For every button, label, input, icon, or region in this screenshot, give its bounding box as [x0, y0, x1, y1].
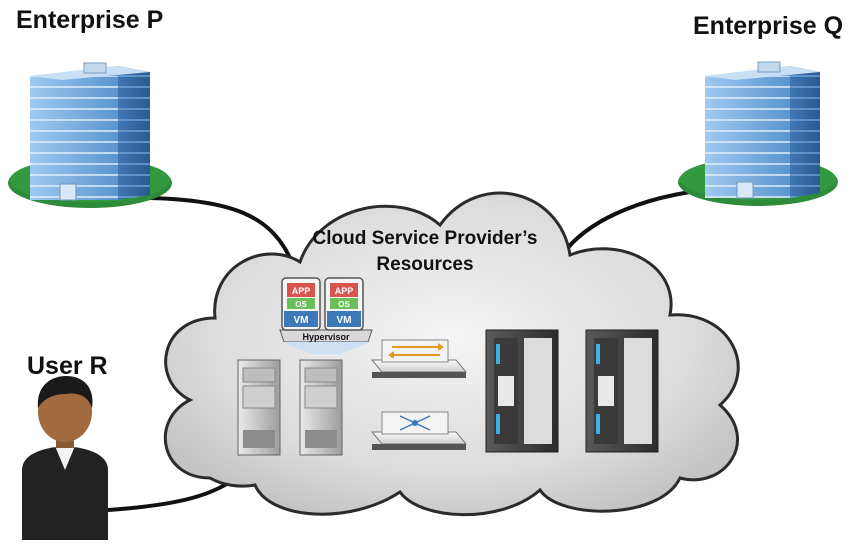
- rack-server-icon: [585, 329, 659, 453]
- link-enterprise-q: [558, 190, 691, 260]
- tower-server-icon: [237, 359, 281, 456]
- vm2-app-label: APP: [335, 286, 354, 296]
- enterprise-q-building-icon: [678, 61, 838, 206]
- enterprise-p-label: Enterprise P: [16, 6, 164, 34]
- enterprise-q-label: Enterprise Q: [693, 12, 844, 40]
- network-switch-icon: [370, 339, 468, 378]
- hypervisor-label: Hypervisor: [302, 332, 350, 342]
- link-enterprise-p: [149, 196, 292, 259]
- rack-server-icon: [485, 329, 559, 453]
- hypervisor-vm-stack: [279, 277, 373, 354]
- tower-server-icon: [299, 359, 343, 456]
- vm1-os-label: OS: [295, 300, 307, 309]
- user-avatar-icon: [22, 376, 108, 540]
- vm2-vm-label: VM: [337, 315, 352, 326]
- user-r-label: User R: [27, 352, 108, 380]
- vm1-app-label: APP: [292, 286, 311, 296]
- vm2-os-label: OS: [338, 300, 350, 309]
- enterprise-p-building-icon: [8, 62, 172, 208]
- cloud-title: Cloud Service Provider’s Resources: [290, 226, 560, 278]
- vm1-vm-label: VM: [294, 315, 309, 326]
- cloud-title-line1: Cloud Service Provider’s: [312, 228, 538, 249]
- network-router-icon: [370, 411, 468, 450]
- cloud-title-line2: Resources: [376, 254, 474, 275]
